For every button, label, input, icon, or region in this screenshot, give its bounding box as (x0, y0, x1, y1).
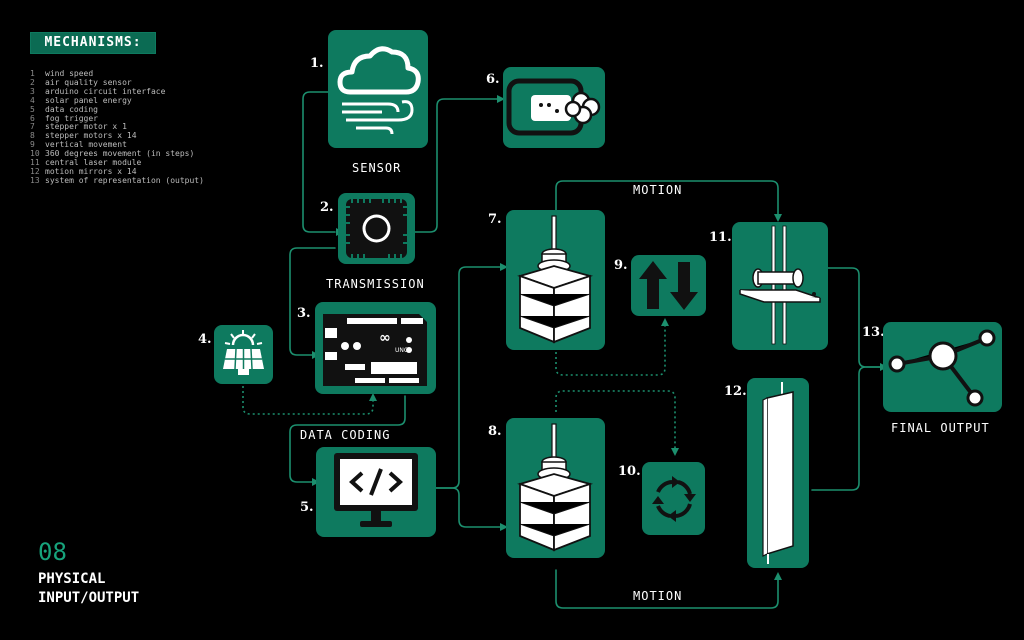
tile-sensor (328, 30, 428, 148)
step-number-8: 8. (488, 424, 502, 439)
mechanism-item-text: vertical movement (45, 140, 127, 150)
svg-text:∞: ∞ (379, 330, 391, 346)
step-number-6: 6. (486, 72, 500, 87)
mechanism-item-text: central laser module (45, 158, 142, 168)
mechanism-item-number: 7 (30, 122, 35, 132)
network-nodes-icon (888, 329, 996, 407)
tile-data-coding (316, 447, 436, 537)
solar-panel-icon (223, 330, 264, 375)
section-title-line1: PHYSICAL (38, 571, 106, 587)
mechanism-item-number: 6 (30, 113, 35, 123)
fog-machine-icon (506, 78, 601, 136)
svg-text:UNO: UNO (395, 347, 409, 354)
step-number-5: 5. (300, 500, 314, 515)
mechanism-item-text: stepper motor x 1 (45, 122, 127, 132)
mechanism-item-text: air quality sensor (45, 77, 132, 87)
step-number-7: 7. (488, 212, 502, 227)
mechanisms-list: 1 wind speed 2 air quality sensor 3 arduino c… (30, 69, 204, 186)
section-title-line2: INPUT/OUTPUT (38, 590, 140, 606)
code-monitor-icon (334, 453, 418, 527)
step-number-4: 4. (198, 332, 212, 347)
mechanism-item: 13 system of representation (output) (30, 175, 204, 186)
mechanism-item: 9 vertical movement (30, 140, 204, 150)
stepper-motor-icon (517, 423, 594, 552)
mechanism-item: 10 360 degrees movement (in steps) (30, 149, 204, 159)
label-data-coding: DATA CODING (300, 428, 391, 442)
mechanism-item: 1 wind speed (30, 69, 204, 79)
mechanism-item-text: system of representation (output) (45, 175, 204, 185)
mechanism-item: 5 data coding (30, 104, 204, 115)
mechanism-item-number: 13 (30, 175, 40, 185)
step-number-9: 9. (614, 258, 628, 273)
mechanism-item-text: arduino circuit interface (45, 86, 166, 96)
mechanism-item: 6 fog trigger (30, 113, 204, 124)
rotation-arrows-icon (652, 476, 696, 522)
mechanism-item: 2 air quality sensor (30, 77, 204, 88)
mechanism-item-number: 3 (30, 86, 35, 96)
mechanism-item-number: 1 (30, 69, 35, 78)
mechanism-item-number: 4 (30, 95, 35, 105)
mechanism-item-text: wind speed (45, 69, 94, 78)
tile-stepper-motor-1 (506, 210, 605, 350)
mechanism-item-text: motion mirrors x 14 (45, 166, 137, 176)
step-number-12: 12. (724, 384, 747, 399)
sensor-chip-icon (346, 199, 407, 258)
cloud-wind-icon (337, 46, 421, 135)
laser-module-icon (739, 225, 821, 345)
step-number-3: 3. (297, 306, 311, 321)
tile-final-output (883, 322, 1002, 412)
section-title: PHYSICAL INPUT/OUTPUT (38, 570, 139, 608)
arduino-board-icon: ∞ UNO (323, 314, 427, 386)
step-number-13: 13. (862, 325, 885, 340)
section-number: 08 (38, 538, 67, 566)
label-motion-top: MOTION (633, 183, 683, 197)
label-sensor: SENSOR (352, 161, 402, 175)
mirror-strip-icon (762, 382, 794, 564)
tile-transmission (338, 193, 415, 264)
tile-arduino: ∞ UNO (315, 302, 436, 394)
up-down-arrows-icon (639, 261, 698, 310)
stepper-motor-icon (517, 215, 594, 344)
mechanism-item-number: 12 (30, 166, 40, 176)
label-motion-bottom: MOTION (633, 589, 683, 603)
tile-solar (214, 325, 273, 384)
mechanism-item: 3 arduino circuit interface (30, 86, 204, 97)
step-number-11: 11. (709, 230, 732, 245)
label-final-output: FINAL OUTPUT (891, 421, 990, 435)
tile-rotation (642, 462, 705, 535)
mechanism-item-number: 5 (30, 104, 35, 114)
mechanism-item-text: 360 degrees movement (in steps) (45, 149, 195, 159)
mechanism-item-text: data coding (45, 104, 98, 114)
tile-stepper-motor-14 (506, 418, 605, 558)
tile-laser-module (732, 222, 828, 350)
label-transmission: TRANSMISSION (326, 277, 425, 291)
mechanism-item: 7 stepper motor x 1 (30, 122, 204, 132)
mechanism-item-number: 2 (30, 77, 35, 87)
mechanism-item: 4 solar panel energy (30, 95, 204, 106)
mechanism-item-text: solar panel energy (45, 95, 132, 105)
tile-vertical-movement (631, 255, 706, 316)
mechanism-item-text: stepper motors x 14 (45, 131, 137, 141)
mechanism-item: 8 stepper motors x 14 (30, 131, 204, 141)
mechanism-item-number: 8 (30, 131, 35, 141)
mechanism-item: 12 motion mirrors x 14 (30, 166, 204, 177)
mechanisms-title: MECHANISMS: (30, 32, 156, 54)
mechanism-item-number: 10 (30, 149, 40, 159)
mechanism-item-text: fog trigger (45, 113, 98, 123)
mechanism-item: 11 central laser module (30, 158, 204, 168)
step-number-1: 1. (310, 56, 324, 71)
mechanism-item-number: 11 (30, 158, 40, 168)
tile-mirror (747, 378, 809, 568)
tile-fog-trigger (503, 67, 605, 148)
step-number-2: 2. (320, 200, 334, 215)
mechanism-item-number: 9 (30, 140, 35, 150)
step-number-10: 10. (618, 464, 641, 479)
